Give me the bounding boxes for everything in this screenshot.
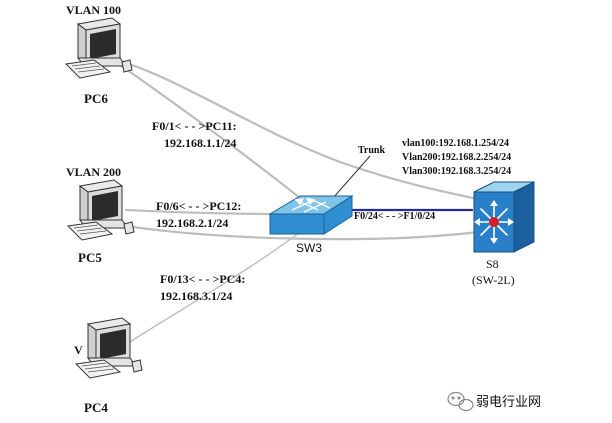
access-switch-name: SW3 [296, 241, 322, 255]
watermark-text: 弱电行业网 [476, 394, 541, 409]
pc5-name-label: PC5 [78, 250, 102, 265]
pc6-vlan-label: VLAN 100 [66, 3, 121, 17]
core-switch-name: S8 [486, 257, 499, 271]
link-pc4-ip-label: 192.168.3.1/24 [160, 289, 232, 303]
cables [114, 58, 482, 349]
pc5-vlan-label: VLAN 200 [66, 165, 121, 179]
cable-pc5-switch [124, 208, 280, 216]
core-vlan200-interface: Vlan200:192.168.2.254/24 [402, 152, 511, 163]
core-switch-icon [473, 181, 535, 253]
core-vlan100-interface: vlan100:192.168.1.254/24 [402, 138, 509, 149]
cable-pc5-core [124, 224, 480, 241]
link-pc5-port-label: F0/6< - - >PC12: [156, 199, 241, 213]
pc4-name-label: PC4 [84, 400, 108, 415]
pc4-computer-icon [74, 317, 143, 379]
pc6-name-label: PC6 [84, 91, 108, 106]
access-switch-icon [268, 195, 354, 235]
watermark: 弱电行业网 [447, 391, 541, 412]
pc5-computer-icon [66, 179, 135, 241]
cable-pc6-core [114, 58, 482, 202]
cable-pc6-switch [114, 60, 302, 200]
link-pc6-ip-label: 192.168.1.1/24 [164, 136, 236, 150]
trunk-label: Trunk [358, 145, 385, 156]
uplink-port-label: F0/24< - - >F1/0/24 [354, 211, 435, 222]
core-switch-subname: (SW-2L) [472, 273, 515, 287]
link-pc5-ip-label: 192.168.2.1/24 [156, 216, 228, 230]
cable-pc4-switch [119, 231, 301, 349]
wechat-icon [447, 391, 474, 412]
pc4-vlan-label: V [74, 343, 83, 357]
link-pc6-port-label: F0/1< - - >PC11: [152, 119, 237, 133]
pc6-computer-icon [64, 17, 133, 79]
link-pc4-port-label: F0/13< - - >PC4: [160, 272, 245, 286]
core-vlan300-interface: Vlan300:192.168.3.254/24 [402, 166, 511, 177]
